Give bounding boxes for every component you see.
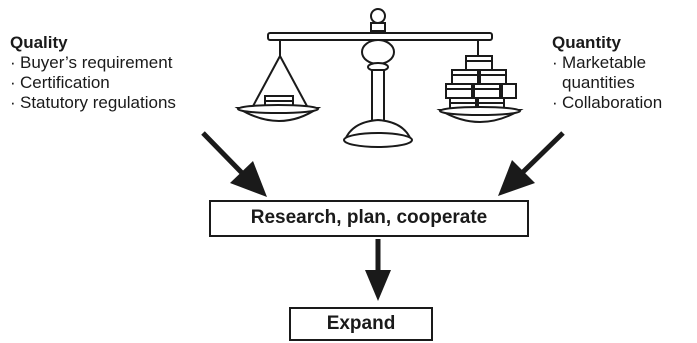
expand-box: Expand	[289, 307, 433, 341]
quality-item-label: Certification	[20, 73, 110, 92]
quality-item-label: Statutory regulations	[20, 93, 176, 112]
quantity-item-continuation: quantities	[562, 73, 635, 92]
quality-item: ·Buyer’s requirement	[10, 53, 173, 72]
quantity-heading: Quantity	[552, 33, 621, 52]
quality-heading: Quality	[10, 33, 68, 52]
quality-list: Quality ·Buyer’s requirement ·Certificat…	[10, 33, 176, 113]
research-plan-cooperate-box: Research, plan, cooperate	[209, 200, 529, 237]
quality-item: ·Certification	[10, 73, 110, 92]
arrow-left-diagonal	[201, 131, 267, 197]
quantity-list: Quantity ·Marketable quantities ·Collabo…	[552, 33, 662, 113]
arrow-right-diagonal	[498, 131, 565, 196]
quantity-item: ·Marketable	[552, 53, 647, 72]
quality-item: ·Statutory regulations	[10, 93, 176, 112]
arrow-down	[365, 239, 391, 301]
quantity-item-label: Collaboration	[562, 93, 663, 112]
quality-item-label: Buyer’s requirement	[20, 53, 173, 72]
balance-scale-icon	[234, 8, 524, 148]
quantity-item-label: Marketable	[562, 53, 647, 72]
quantity-item: ·Collaboration	[552, 93, 663, 112]
